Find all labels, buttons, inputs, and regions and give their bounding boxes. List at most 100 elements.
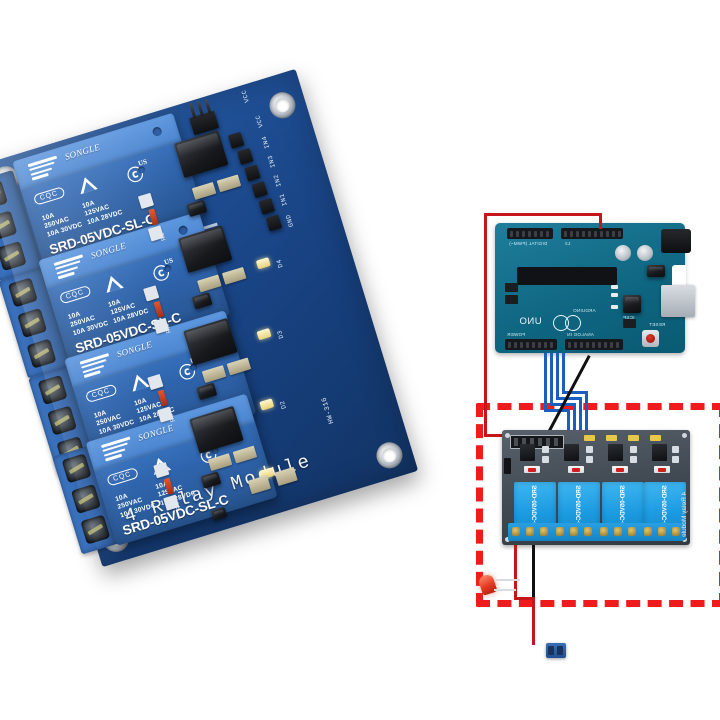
dc-power-jack (661, 229, 691, 253)
smd-chip (623, 295, 641, 313)
diode-indicator-1 (524, 466, 540, 473)
signal-wire-in3 (556, 353, 559, 399)
smd-pad (672, 456, 679, 463)
icsp-header-left-2[interactable] (505, 295, 518, 304)
signal-wire-in4-down (585, 391, 588, 435)
terminal-screw[interactable] (61, 453, 92, 484)
smd-pad (630, 446, 637, 453)
status-led-d3 (256, 327, 272, 341)
smd-pad (672, 446, 679, 453)
input-header-pin[interactable] (227, 131, 245, 149)
input-header-pin[interactable] (237, 147, 254, 166)
digital-pin-numbers: 13 (565, 241, 571, 246)
mounting-hole-bottom-right (373, 439, 406, 472)
load-wire-red-bend (514, 597, 534, 600)
signal-wire-in4-bend (562, 391, 588, 394)
relay-brand-label: SONGLE (115, 339, 154, 360)
relay-module-pcb: SONGLE CQC ⓒUS 10A 250VAC 10A 125VAC 10A… (0, 68, 419, 568)
jumper-pin[interactable] (188, 102, 197, 119)
terminal-screw[interactable] (70, 483, 101, 514)
relay-module-product-photo: SONGLE CQC ⓒUS 10A 250VAC 10A 125VAC 10A… (0, 0, 470, 620)
input-header-pin[interactable] (251, 181, 268, 199)
mounting-hole-top-right (266, 89, 299, 122)
led-label-d2: D2 (278, 399, 288, 410)
cqc-cert-icon: CQC (32, 186, 66, 206)
arduino-wordmark: ARDUINO (573, 308, 596, 313)
microcontroller-chip (517, 267, 617, 285)
signal-wire-in4 (562, 353, 565, 393)
terminal-screw[interactable] (0, 179, 8, 210)
digital-header-left[interactable] (507, 228, 553, 239)
usb-port (661, 285, 695, 317)
l-led (611, 305, 618, 309)
signal-wire-in2 (550, 353, 553, 405)
load-wire-red-down (532, 597, 535, 645)
smd-transistor (210, 506, 228, 521)
terminal-screw[interactable] (37, 374, 68, 405)
smd-pad (586, 446, 593, 453)
capacitor (637, 245, 653, 261)
mount-hole (682, 433, 687, 438)
optocoupler-diagram-3 (608, 444, 623, 461)
pin-label-gnd: GND (284, 213, 296, 228)
indicator-led-3 (628, 435, 639, 441)
resistor-r6 (221, 266, 247, 285)
terminal-screw[interactable] (26, 338, 57, 369)
ctick-cert-icon (76, 175, 98, 195)
terminal-screw[interactable] (0, 210, 18, 241)
songle-logo-icon (100, 436, 134, 462)
jdvcc-jumper-diagram[interactable] (504, 458, 511, 474)
diode-indicator-2 (568, 466, 584, 473)
terminal-screw[interactable] (7, 277, 38, 308)
input-header-diagram[interactable] (510, 435, 564, 449)
input-header-pin[interactable] (244, 164, 261, 182)
smd-pad (542, 456, 549, 463)
voltage-regulator (647, 265, 665, 277)
reset-button[interactable] (642, 330, 659, 347)
jumper-pin[interactable] (196, 100, 205, 117)
cqc-cert-icon: CQC (58, 284, 92, 305)
pin-label-vcc: VCC (254, 114, 265, 129)
songle-logo-icon (53, 254, 87, 280)
signal-wire-in3-bend (556, 397, 582, 400)
power-header-label: POWER (507, 332, 526, 337)
analog-header[interactable] (565, 339, 623, 350)
signal-wire-in1-down (567, 409, 570, 435)
icsp-header-left[interactable] (505, 283, 518, 292)
relay-module-side-label: 4 Relay Module (681, 491, 688, 537)
icsp-header-right[interactable] (623, 319, 636, 328)
terminal-screw[interactable] (47, 405, 77, 436)
resistor-r1 (191, 182, 217, 200)
led-label-d4: D4 (275, 258, 285, 269)
songle-logo-icon (79, 353, 113, 379)
digital-header-right[interactable] (561, 228, 623, 239)
input-header-pin[interactable] (258, 197, 276, 215)
signal-wire-in2-down (573, 403, 576, 435)
terminal-screw[interactable] (17, 308, 48, 338)
input-header-pin[interactable] (265, 214, 283, 232)
smd-pad (586, 456, 593, 463)
capacitor (615, 245, 631, 261)
indicator-led-2 (606, 435, 617, 441)
board-revision-silkscreen: HW-316 (320, 395, 337, 425)
arduino-infinity-logo-icon (553, 315, 587, 331)
relay-brand-label: SONGLE (136, 422, 175, 443)
resistor-r5 (216, 174, 242, 193)
pin-label-in3: IN3 (266, 154, 278, 169)
power-wire-vcc-vertical (484, 213, 487, 437)
terminal-screw[interactable] (80, 514, 111, 545)
pin-label-jdvcc: VCC (240, 88, 251, 104)
cqc-cert-icon: CQC (84, 383, 118, 404)
mount-hole (505, 537, 510, 542)
diode-indicator-3 (612, 466, 628, 473)
optocoupler-diagram-2 (564, 444, 579, 461)
pin-label-in1: IN1 (278, 192, 289, 207)
load-wire-red (514, 545, 517, 599)
terminal-screw[interactable] (0, 241, 27, 272)
output-terminal-row[interactable] (508, 523, 684, 541)
led-lead-anode (494, 579, 520, 581)
power-header[interactable] (505, 339, 557, 350)
optocoupler-u1 (173, 130, 229, 179)
mount-hole (505, 433, 510, 438)
